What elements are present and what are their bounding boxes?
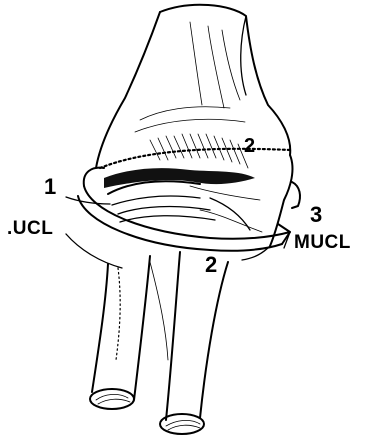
joint-capsule <box>104 168 262 232</box>
leader-1 <box>66 197 110 204</box>
label-2-dotted: 2 <box>244 135 255 157</box>
label-3: 3 <box>310 202 322 227</box>
radius <box>150 252 228 434</box>
dotted-line-upper <box>100 149 290 168</box>
joint-shading <box>150 134 248 168</box>
label-ucl: .UCL <box>7 218 53 239</box>
leader-ucl <box>66 234 122 268</box>
humerus-outline <box>96 5 290 168</box>
mucl-hook <box>292 182 300 208</box>
label-1: 1 <box>44 174 56 199</box>
label-2: 2 <box>205 252 217 277</box>
label-mucl: MUCL <box>294 232 351 253</box>
ulna <box>90 256 150 409</box>
